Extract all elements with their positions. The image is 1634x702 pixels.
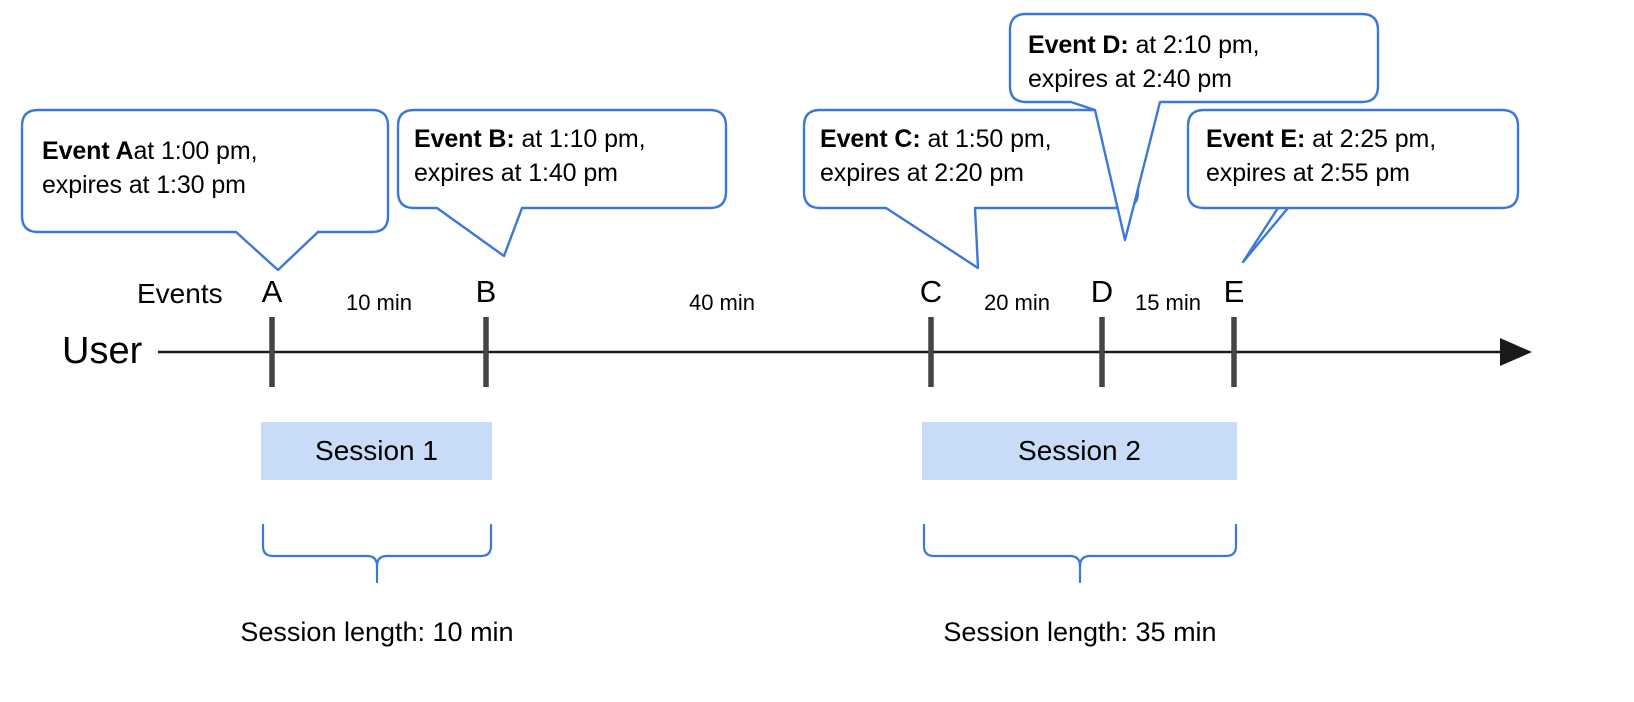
session-1-label-box: Session 1 [261,422,492,480]
callout-d-bubble [1008,12,1380,242]
callout-c-title: Event C: [820,125,921,153]
axis-events-label: Events [137,278,223,309]
callout-a-bubble [20,108,390,272]
session-1-brace [261,523,493,584]
event-letter-e: E [1223,274,1245,309]
gap-label-c-d: 20 min [983,290,1051,315]
callout-d-text: Event D: at 2:10 pm, expires at 2:40 pm [1028,28,1260,96]
event-letter-b: B [475,274,497,309]
callout-e-text: Event E: at 2:25 pm, expires at 2:55 pm [1206,122,1436,190]
event-letter-d: D [1090,274,1114,309]
event-letter-a: A [261,274,283,309]
gap-label-a-b: 10 min [345,290,413,315]
callout-c-text: Event C: at 1:50 pm, expires at 2:20 pm [820,122,1052,190]
callout-b-text: Event B: at 1:10 pm, expires at 1:40 pm [414,122,646,190]
callout-e-line2: expires at 2:55 pm [1206,159,1410,187]
callout-b-title: Event B: [414,125,515,153]
callout-c-line2: expires at 2:20 pm [820,159,1024,187]
callout-d-title: Event D: [1028,31,1129,59]
callout-a-title: Event A [42,137,134,165]
callout-a-line2: expires at 1:30 pm [42,171,246,199]
callout-e-bubble [1186,108,1520,264]
event-letter-c: C [919,274,943,309]
session-1-label: Session 1 [315,435,438,466]
timeline-arrowhead [1500,338,1532,366]
session-2-label-box: Session 2 [922,422,1237,480]
callout-e-line1: at 2:25 pm, [1312,125,1437,153]
callout-d-line2: expires at 2:40 pm [1028,65,1232,93]
callout-d-line1: at 2:10 pm, [1135,31,1260,59]
session-2-bar [922,422,1237,480]
session-2-label: Session 2 [1018,435,1141,466]
callout-b-bubble [396,108,728,258]
callout-b-line2: expires at 1:40 pm [414,159,618,187]
callout-e-title: Event E: [1206,125,1306,153]
callout-c-line1: at 1:50 pm, [927,125,1052,153]
session-2-brace [922,523,1238,584]
gap-label-b-c: 40 min [688,290,756,315]
callout-a-line1: at 1:00 pm, [133,137,258,165]
callout-a-text: Event Aat 1:00 pm, expires at 1:30 pm [42,134,258,202]
callout-b-line1: at 1:10 pm, [521,125,646,153]
axis-row-label-user: User [62,330,143,372]
gap-label-d-e: 15 min [1134,290,1202,315]
session-1-bar [261,422,492,480]
session-2-length-label: Session length: 35 min [943,617,1217,647]
session-1-length-label: Session length: 10 min [240,617,514,647]
